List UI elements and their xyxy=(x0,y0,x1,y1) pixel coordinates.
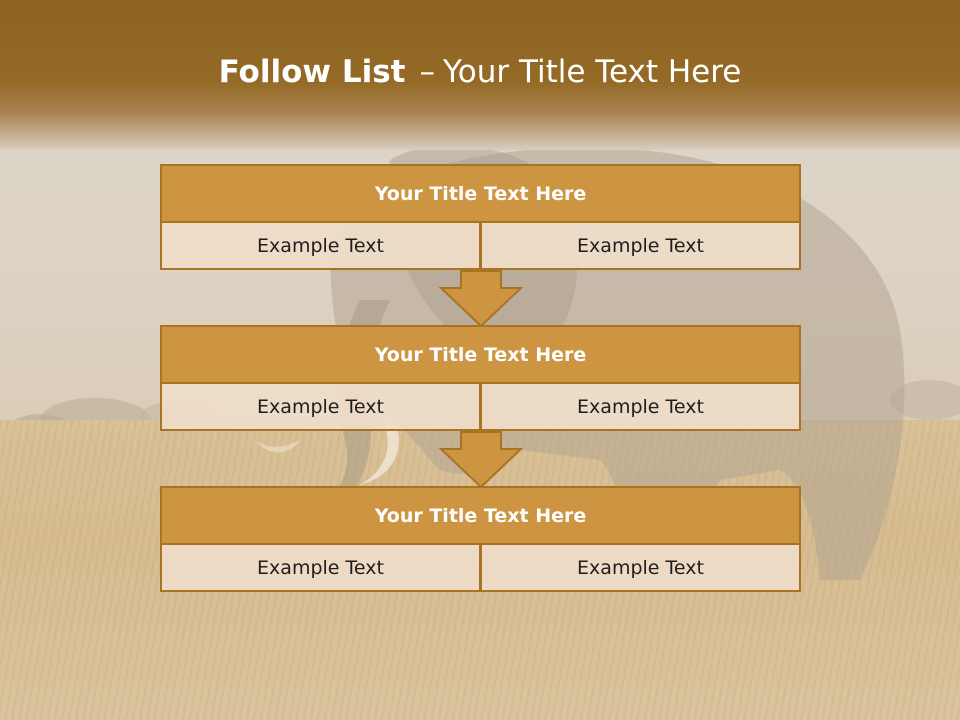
flow-block-title: Your Title Text Here xyxy=(160,164,801,223)
title-bold-part: Follow List xyxy=(218,54,406,90)
flow-block-1: Your Title Text Here Example Text Exampl… xyxy=(160,164,801,270)
flow-block-right-cell: Example Text xyxy=(480,221,801,270)
flow-block-title: Your Title Text Here xyxy=(160,325,801,384)
flow-block-3: Your Title Text Here Example Text Exampl… xyxy=(160,486,801,592)
down-arrow-icon xyxy=(439,431,523,489)
title-main-part: Your Title Text Here xyxy=(442,54,742,90)
flow-block-left-cell: Example Text xyxy=(160,221,481,270)
flow-block-right-cell: Example Text xyxy=(480,382,801,431)
flow-block-right-cell: Example Text xyxy=(480,543,801,592)
flow-block-title: Your Title Text Here xyxy=(160,486,801,545)
flow-block-left-cell: Example Text xyxy=(160,382,481,431)
flow-block-2: Your Title Text Here Example Text Exampl… xyxy=(160,325,801,431)
title-separator: – xyxy=(419,54,435,90)
slide-title: Follow List–Your Title Text Here xyxy=(0,54,960,90)
title-band xyxy=(0,0,960,150)
down-arrow-icon xyxy=(439,270,523,328)
flow-block-left-cell: Example Text xyxy=(160,543,481,592)
